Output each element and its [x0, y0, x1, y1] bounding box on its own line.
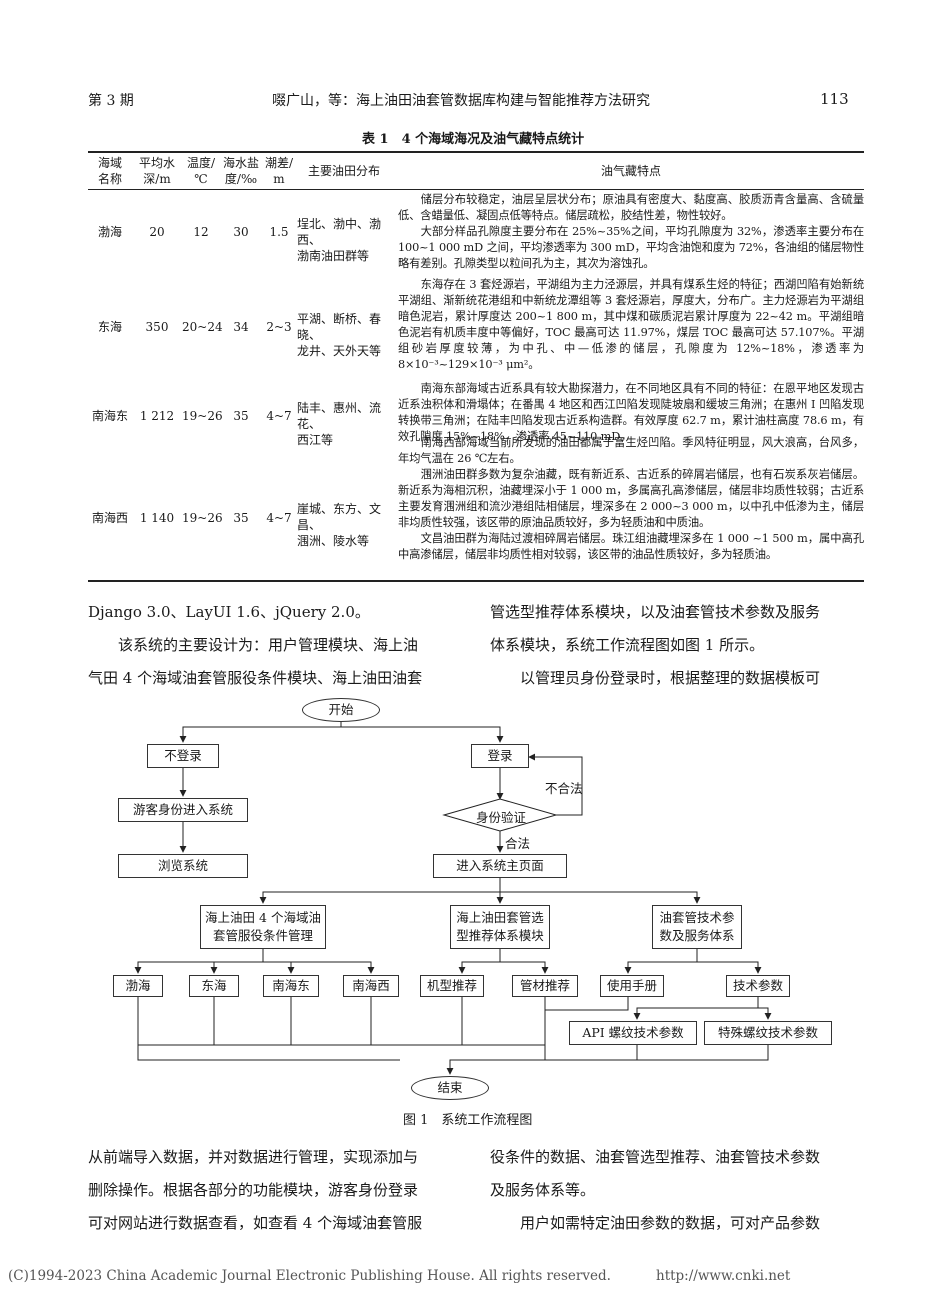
cell-tide: 4~7	[266, 511, 292, 525]
data-table: 海域名称 平均水深/m 温度/℃ 海水盐度/‰ 潮差/m 主要油田分布 油气藏特…	[88, 151, 864, 582]
footer-copyright: (C)1994-2023 China Academic Journal Elec…	[8, 1268, 611, 1284]
cell-depth: 1 140	[139, 511, 175, 525]
start-node: 开始	[302, 698, 380, 722]
header-tide: 潮差/m	[264, 156, 294, 186]
header-traits: 油气藏特点	[600, 164, 661, 178]
body-text-bottom-left: 从前端导入数据，并对数据进行管理，实现添加与 删除操作。根据各部分的功能模块，游…	[88, 1148, 423, 1232]
login-node: 登录	[471, 744, 529, 768]
tech-params-node: 技术参数	[726, 975, 790, 997]
cell-area: 南海西	[91, 511, 128, 525]
main-page-node: 进入系统主页面	[433, 854, 567, 878]
footer-url[interactable]: http://www.cnki.net	[656, 1268, 791, 1284]
header-page-number: 113	[820, 90, 849, 108]
nanhaidong-node: 南海东	[263, 975, 319, 997]
browse-node: 浏览系统	[118, 854, 248, 878]
service-condition-module-node: 海上油田 4 个海域油套管服役条件管理	[200, 905, 326, 949]
cell-traits: 储层分布较稳定，油层呈层状分布；原油具有密度大、黏度高、胶质沥青含量高、含硫量低…	[398, 193, 864, 270]
cell-oilfields: 平湖、断桥、春晓、龙井、天外天等	[297, 312, 382, 358]
cell-traits: 东海存在 3 套烃源岩，平湖组为主力泾源层，并具有煤系生烃的特征；西湖凹陷有始新…	[398, 278, 864, 371]
cell-area: 渤海	[97, 225, 122, 239]
nanhaixi-node: 南海西	[343, 975, 399, 997]
legal-label: 合法	[505, 836, 531, 851]
cell-tide: 1.5	[269, 225, 289, 239]
header-temperature: 温度/℃	[186, 156, 216, 186]
end-node: 结束	[411, 1076, 489, 1100]
special-thread-node: 特殊螺纹技术参数	[704, 1021, 832, 1045]
cell-salinity: 30	[233, 225, 249, 239]
cell-area: 东海	[97, 320, 122, 334]
manual-node: 使用手册	[600, 975, 664, 997]
header-depth: 平均水深/m	[138, 156, 175, 186]
cell-oilfields: 陆丰、惠州、流花、西江等	[297, 401, 382, 447]
cell-temperature: 12	[193, 225, 209, 239]
cell-salinity: 35	[233, 409, 249, 423]
guest-enter-node: 游客身份进入系统	[118, 798, 248, 822]
cell-depth: 1 212	[139, 409, 175, 423]
cell-salinity: 35	[233, 511, 249, 525]
body-text-bottom-right: 役条件的数据、油套管选型推荐、油套管技术参数 及服务体系等。 用户如需特定油田参…	[490, 1148, 821, 1232]
donghai-node: 东海	[189, 975, 239, 997]
table-caption: 表 1 4 个海域海况及油气藏特点统计	[362, 132, 585, 147]
header-issue: 第 3 期	[88, 93, 134, 109]
cell-oilfields: 埕北、渤中、渤西、渤南油田群等	[297, 217, 382, 263]
api-thread-node: API 螺纹技术参数	[569, 1021, 697, 1045]
recommend-module-node: 海上油田套管选型推荐体系模块	[450, 905, 550, 949]
cell-tide: 2~3	[266, 320, 292, 334]
verify-decision: 身份验证	[476, 810, 527, 825]
cell-salinity: 34	[233, 320, 249, 334]
cell-depth: 350	[145, 320, 169, 334]
pipe-recommend-node: 管材推荐	[512, 975, 578, 997]
tech-service-module-node: 油套管技术参数及服务体系	[652, 905, 742, 949]
cell-temperature: 20~24	[182, 320, 223, 334]
cell-temperature: 19~26	[182, 409, 223, 423]
header-oilfields: 主要油田分布	[307, 164, 380, 178]
illegal-label: 不合法	[545, 781, 583, 796]
no-login-node: 不登录	[147, 744, 219, 768]
header-salinity: 海水盐度/‰	[222, 156, 259, 186]
figure-caption: 图 1 系统工作流程图	[403, 1113, 533, 1128]
cell-depth: 20	[149, 225, 165, 239]
cell-tide: 4~7	[266, 409, 292, 423]
body-text-top-right: 管选型推荐体系模块，以及油套管技术参数及服务 体系模块，系统工作流程图如图 1 …	[490, 603, 821, 687]
bohai-node: 渤海	[113, 975, 163, 997]
model-recommend-node: 机型推荐	[420, 975, 484, 997]
cell-traits: 南海东部海域古近系具有较大勘探潜力，在不同地区具有不同的特征：在恩平地区发现古近…	[398, 382, 864, 443]
header-title: 啜广山，等：海上油田油套管数据库构建与智能推荐方法研究	[272, 93, 650, 109]
body-text-top-left: Django 3.0、LayUI 1.6、jQuery 2.0。 该系统的主要设…	[88, 603, 423, 687]
cell-traits: 南海西部海域当前所发现的油田都属于富生烃凹陷。季风特征明显，风大浪高，台风多，年…	[398, 436, 864, 561]
header-area: 海域名称	[97, 156, 122, 186]
cell-area: 南海东	[91, 409, 128, 423]
cell-temperature: 19~26	[182, 511, 223, 525]
cell-oilfields: 崖城、东方、文昌、涠洲、陵水等	[297, 502, 382, 548]
